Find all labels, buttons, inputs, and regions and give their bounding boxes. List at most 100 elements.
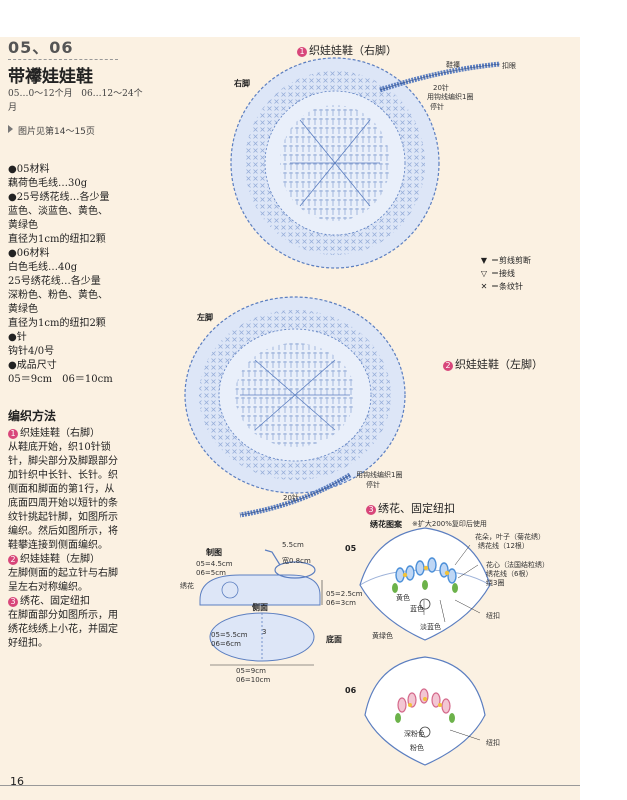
step-line: 左脚侧面的起立针与右脚 [8,568,118,579]
page-title: 带襻娃娃鞋 [8,67,93,87]
left-side-label: 左脚 [197,313,213,322]
side-label: 侧面 [252,603,268,612]
age-05: 05…0～12个月 [8,89,73,99]
step-line: 鞋攀连接到侧面编织。 [8,540,108,551]
right-shoe-chart [230,57,501,269]
schematic-w1: 05=4.5cm [196,560,233,568]
schematic-width: 宽0.8cm [282,557,311,565]
step-line: 从鞋底开始，织10针锁 [8,442,111,453]
step-number-badge: 2 [8,555,18,565]
scale-note: ※扩大200%复印后使用 [412,520,487,528]
schematic-w2: 06=5cm [196,569,226,577]
materials-line: ●针 [8,332,27,343]
step-line: 好纽扣。 [8,638,48,649]
left-column: 05、06 带襻娃娃鞋 05…0～12个月 06…12～24个月 图片见第14～… [8,38,143,651]
color-05-yellowgreen: 黄绿色 [372,632,393,640]
materials-line: 白色毛线…40g [8,262,78,273]
materials-line: 直径为1cm的纽扣2颗 [8,234,106,245]
note-leaves: 花朵，叶子（菊花绣） [475,533,545,541]
materials-line: 直径为1cm的纽扣2颗 [8,318,106,329]
color-06-deeppink: 深粉色 [404,730,425,738]
color-05-yellow: 黄色 [396,594,410,602]
page-number: 16 [10,775,24,788]
materials-line: 黄绿色 [8,304,38,315]
embroidery-06-shape [364,656,486,766]
step-line: 侧面和脚面的第1行，从 [8,484,115,495]
embroidery-05-shape [359,527,491,641]
age-range: 05…0～12个月 06…12～24个月 [8,87,143,115]
schematic-sole1: 05=5.5cm [211,631,248,639]
materials-line: 05＝9cm 06＝10cm [8,374,113,385]
photo-reference: 图片见第14～15页 [8,125,143,139]
embroidery-mark: 绣花 [180,582,194,590]
triangle-icon [8,125,13,133]
pattern-label: 绣花图案 [370,520,402,529]
button-label-06: 纽扣 [486,739,500,747]
step-line: 呈左右对称编织。 [8,582,88,593]
buttonhole-label: 扣眼 [502,62,516,70]
project-number: 05、06 [8,38,74,57]
schematic-len1: 05=9cm [236,667,266,675]
sole-label: 底面 [326,635,342,644]
photo-ref-text: 图片见第14～15页 [18,127,95,137]
step-line: 底面四周开始以短针的条 [8,498,118,509]
button-label-05: 纽扣 [486,612,500,620]
schematic-height: 5.5cm [282,541,304,549]
legend-item: ▼＝剪线剪断 [480,256,531,265]
schematic-sole2: 06=6cm [211,640,241,648]
leader-lines [423,544,481,741]
step-line: 加针织中长针、长针。织 [8,470,118,481]
right-side-label: 右脚 [234,79,250,88]
materials-line: ●05材料 [8,164,50,175]
schematic-title: 制图 [206,548,222,557]
color-05-lightblue: 淡蓝色 [420,623,441,631]
step-line: 编织。然后如图所示，将 [8,526,118,537]
materials-line: 黄绿色 [8,220,38,231]
right-stop-label: 停针 [430,103,444,111]
materials-line: 钩针4/0号 [8,346,55,357]
footer-rule [0,785,580,786]
schematic-mark: 3 [262,628,267,636]
left-chain-count: 20针 [283,494,299,502]
note-center-2: 绣花线（6根） [486,570,533,578]
materials-line: 蓝色、淡蓝色、黄色、 [8,206,108,217]
materials-line: 藕荷色毛线…30g [8,178,88,189]
materials-list: ●05材料 藕荷色毛线…30g ●25号绣花线…各少量 蓝色、淡蓝色、黄色、 黄… [8,163,143,387]
materials-line: ●06材料 [8,248,50,259]
step-line: 绣花线绣上小花，并固定 [8,624,118,635]
step-line: 纹针挑起针脚，如图所示 [8,512,118,523]
color-06-pink: 粉色 [410,744,424,752]
step-line: 针，脚尖部分及脚跟部分 [8,456,118,467]
right-fasten-note: 用钩线编织1圈 [427,93,474,101]
left-fasten-note: 用钩线编织1圈 [356,471,403,479]
note-wraps: 绕3圈 [486,579,505,587]
schematic-len2: 06=10cm [236,676,271,684]
color-05-blue: 蓝色 [410,605,424,613]
method-heading: 编织方法 [8,409,57,423]
materials-line: ●25号绣花线…各少量 [8,192,110,203]
symbol-legend: ▼＝剪线剪断 ▽＝接线 ✕＝条纹针 [477,254,531,293]
legend-item: ▽＝接线 [480,269,515,278]
left-stop-label: 停针 [366,481,380,489]
schematic-side2: 06=3cm [326,599,356,607]
age-06: 06…12～24个月 [8,89,143,113]
note-center: 花心（法国结粒绣） [486,561,549,569]
step-line: 在脚面部分如图所示，用 [8,610,118,621]
legend-item: ✕＝条纹针 [480,282,523,291]
left-shoe-chart [184,296,406,518]
number-divider [8,59,118,60]
materials-line: 深粉色、粉色、黄色、 [8,290,108,301]
schematic-side1: 05=2.5cm [326,590,363,598]
schematic-drawing [199,549,323,666]
strap-label: 鞋襻 [446,61,460,69]
materials-line: ●成品尺寸 [8,360,57,371]
step-number-badge: 3 [8,597,18,607]
right-chain-count: 20针 [433,84,449,92]
